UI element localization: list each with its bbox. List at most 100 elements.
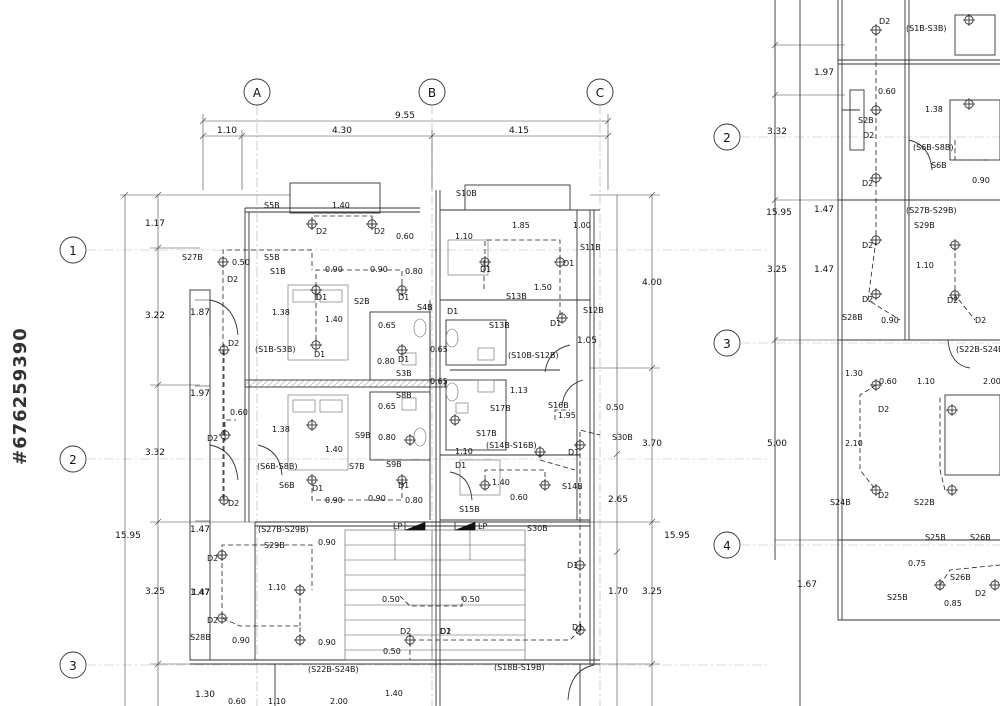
plan-label: D2 [207, 616, 218, 625]
annotations-left: S5B 1.40 D2 D2 0.60 S27B 0.50 D2 S5B S1B… [182, 201, 480, 706]
overall-width-dim: 9.55 [395, 111, 415, 121]
plan-label: S5B [264, 201, 280, 210]
plan-label: 0.60 [228, 697, 246, 706]
right-dim-4: 2.65 [608, 495, 628, 505]
plan-label: S28B [190, 633, 211, 642]
plan-label: (S27B-S29B) [906, 206, 957, 215]
axis-label-a: A [253, 86, 262, 100]
rp-dim-4: 1.47 [814, 205, 834, 215]
right-panel-dimensions [771, 41, 845, 541]
plan-label: S24B [830, 498, 851, 507]
plan-label: S27B [182, 253, 203, 262]
right-dim-2: 1.05 [577, 336, 597, 346]
plan-label: S25B [925, 533, 946, 542]
plan-label: 0.90 [325, 496, 343, 505]
plan-label: D2 [207, 434, 218, 443]
plan-label: 0.90 [318, 538, 336, 547]
plan-label: 0.65 [430, 345, 448, 354]
plan-label: S4B [417, 303, 433, 312]
plan-label: D2 [228, 499, 239, 508]
stair [344, 529, 526, 661]
plan-label: S9B [355, 431, 371, 440]
plan-label: S29B [914, 221, 935, 230]
plan-label: S12B [583, 306, 604, 315]
plan-label: S2B [354, 297, 370, 306]
plan-label: D1 [314, 350, 325, 359]
plan-label: 1.10 [917, 377, 935, 386]
plan-label: 0.60 [878, 87, 896, 96]
column-axes: A B C [243, 78, 614, 706]
plan-label: 1.13 [510, 386, 528, 395]
plan-label: S17B [490, 404, 511, 413]
fixture-17 [293, 633, 307, 647]
plan-label: 0.90 [370, 265, 388, 274]
right-dim-1: 4.00 [642, 278, 662, 288]
annotations-right-panel: D2 (S1B-S3B) 0.60 1.38 S2B D2 (S6B-S8B) … [830, 17, 1000, 608]
plan-label: 1.10 [268, 697, 286, 706]
axis-label-c: C [596, 86, 604, 100]
axis-label-r2: 2 [723, 131, 731, 145]
plan-label: S3B [396, 369, 412, 378]
annotations-mid: S10B 1.85 1.00 1.10 S11B D1 D1 S13B 1.50… [393, 189, 633, 672]
plan-label: D1 [440, 627, 451, 636]
bay-dim-3: 4.15 [509, 126, 529, 136]
plan-label: 1.40 [325, 315, 343, 324]
plan-label: S5B [264, 253, 280, 262]
plan-label: 0.65 [378, 321, 396, 330]
plan-label: D1 [550, 319, 561, 328]
plan-label: 0.90 [972, 176, 990, 185]
plan-label: (S18B-S19B) [494, 663, 545, 672]
plan-label: S28B [842, 313, 863, 322]
right-dim-3: 3.70 [642, 439, 662, 449]
plan-label: D1 [567, 561, 578, 570]
plan-label: D1 [563, 259, 574, 268]
plan-label: D2 [975, 589, 986, 598]
bay-dim-1: 1.10 [217, 126, 237, 136]
plan-label: (S10B-S12B) [508, 351, 559, 360]
plan-label: S7B [349, 462, 365, 471]
plan-label: 0.60 [230, 408, 248, 417]
plan-label: LP [393, 522, 402, 531]
right-partial-plan [774, 0, 1000, 706]
plan-label: S26B [970, 533, 991, 542]
plan-label: D2 [862, 295, 873, 304]
plan-label: D2 [400, 627, 411, 636]
plan-label: 1.00 [573, 221, 591, 230]
plan-label: 0.90 [368, 494, 386, 503]
plan-label: S6B [279, 481, 295, 490]
plan-label: 0.90 [325, 265, 343, 274]
left-dim-4: 1.97 [190, 389, 210, 399]
plan-label: (S6B-S8B) [257, 462, 297, 471]
left-dim-2: 3.22 [145, 311, 165, 321]
plan-label: D1 [312, 484, 323, 493]
rp-dim-2: 3.32 [767, 127, 787, 137]
fixture-16 [293, 583, 307, 597]
plan-label: S17B [476, 429, 497, 438]
plan-label: D2 [862, 179, 873, 188]
plan-label: S11B [580, 243, 601, 252]
light-fixture-icon [945, 483, 959, 497]
left-dim-5: 3.32 [145, 448, 165, 458]
plan-label: D2 [947, 296, 958, 305]
plan-label: 0.75 [908, 559, 926, 568]
plan-label: D2 [862, 241, 873, 250]
plan-label: 0.90 [318, 638, 336, 647]
right-dim-total: 15.95 [664, 531, 690, 541]
plan-label: 1.47 [192, 588, 210, 597]
left-dim-1: 1.17 [145, 219, 165, 229]
plan-label: 0.85 [944, 599, 962, 608]
light-fixture-icon [869, 103, 883, 117]
plan-label: S29B [264, 541, 285, 550]
plan-label: D1 [455, 461, 466, 470]
fixture-23 [538, 478, 552, 492]
left-dim-3: 1.87 [190, 308, 210, 318]
plan-label: S13B [506, 292, 527, 301]
plan-label: (S14B-S16B) [486, 441, 537, 450]
plan-label: D1 [398, 481, 409, 490]
plan-label: 1.40 [492, 478, 510, 487]
plan-label: S22B [914, 498, 935, 507]
plan-label: S15B [459, 505, 480, 514]
plan-label: 1.10 [455, 232, 473, 241]
axis-label-3: 3 [69, 659, 77, 673]
bay-dim-2: 4.30 [332, 126, 352, 136]
